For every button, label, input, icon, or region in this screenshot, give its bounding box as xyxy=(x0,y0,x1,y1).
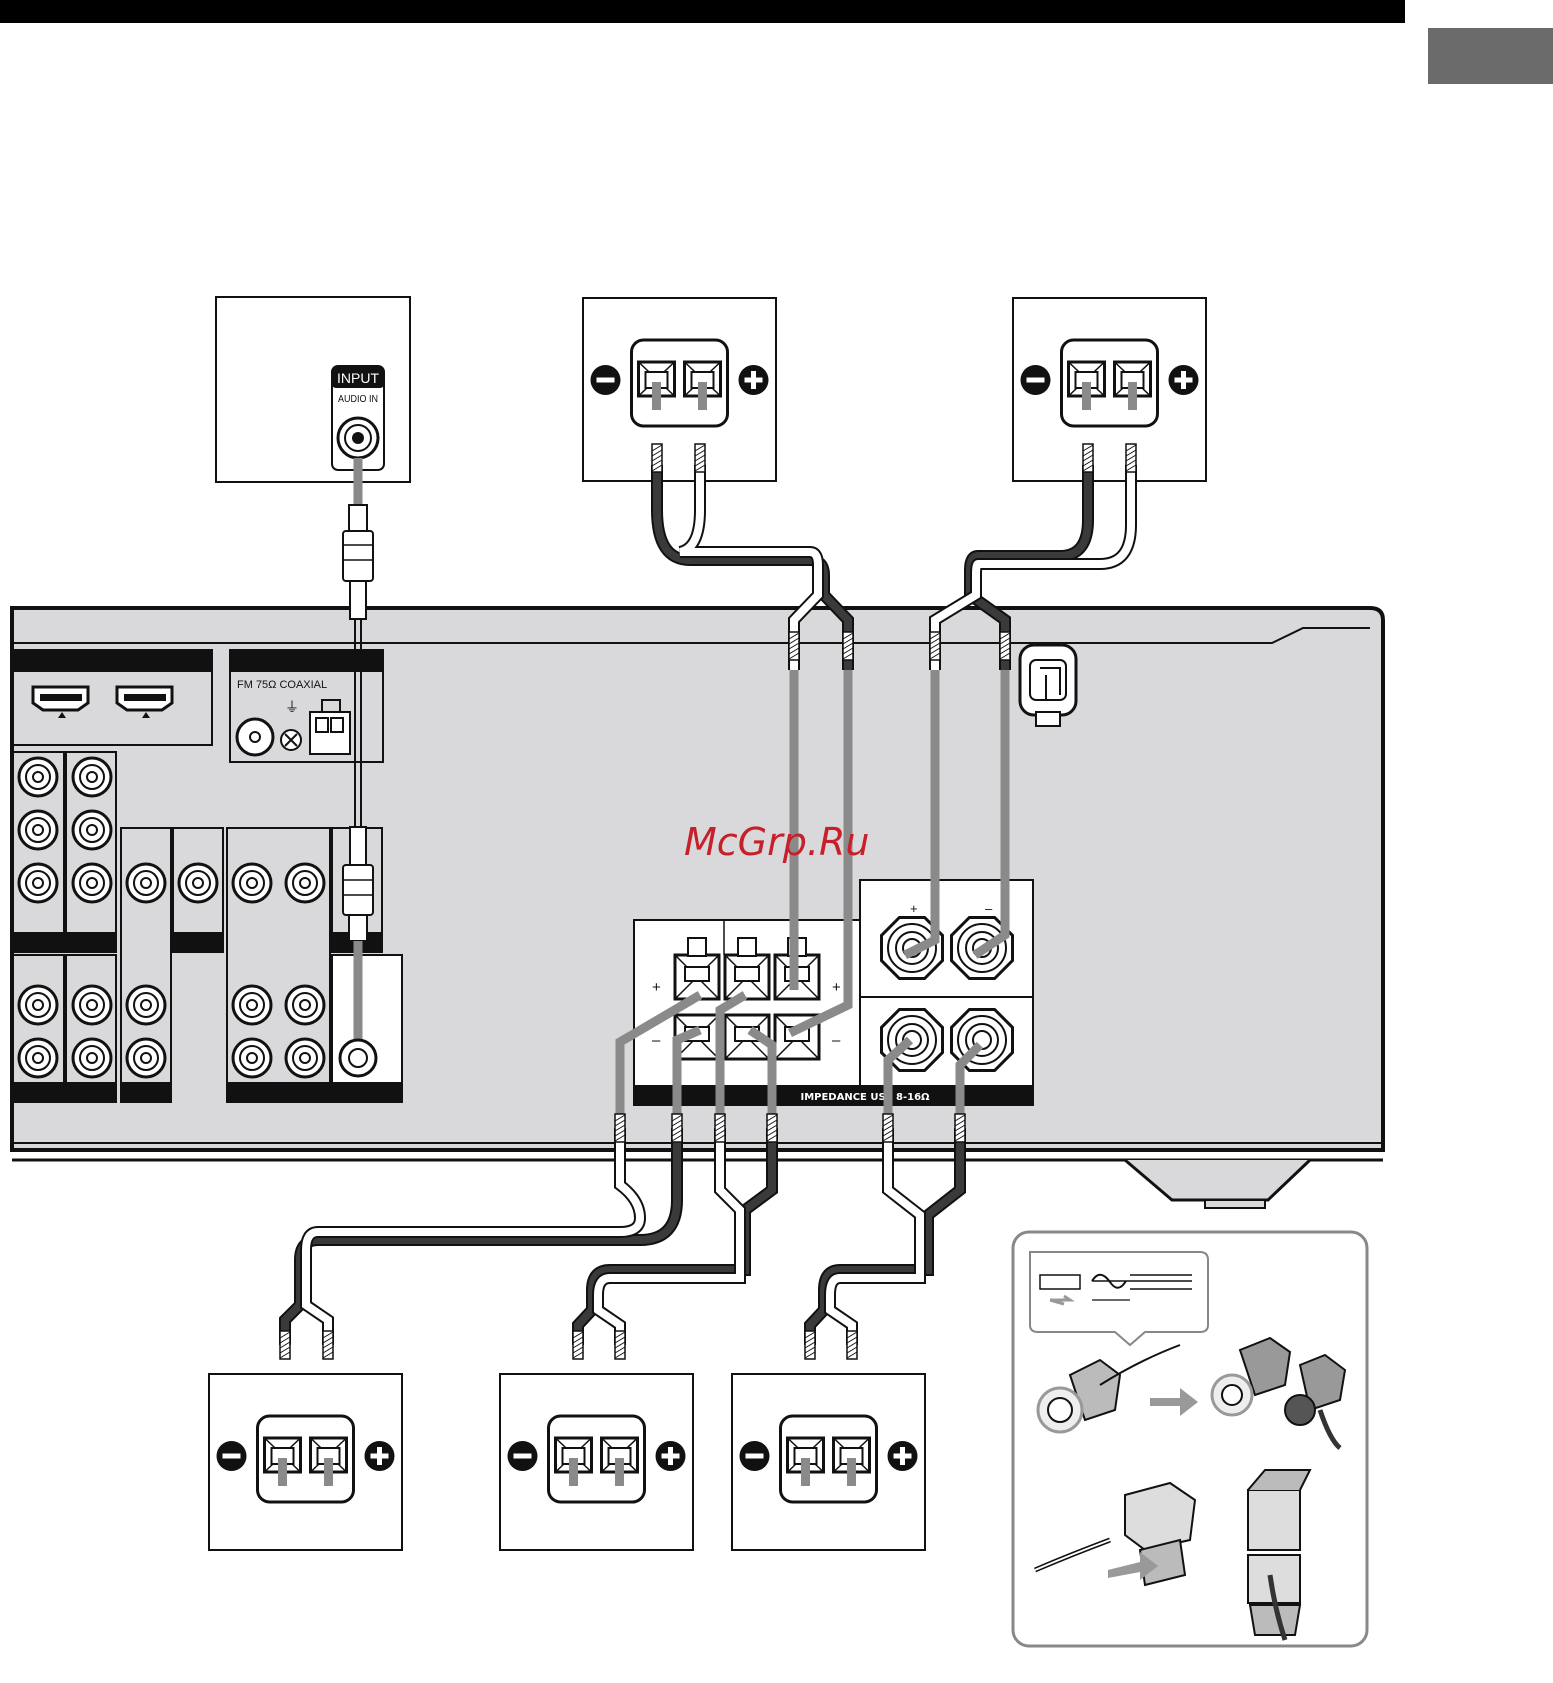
stripped-wire-end xyxy=(672,1114,682,1142)
stripped-wire-end xyxy=(280,1331,290,1359)
rca-jack[interactable] xyxy=(73,986,111,1024)
rca-jack[interactable] xyxy=(179,864,217,902)
page-tab xyxy=(1428,28,1553,84)
clip-tab xyxy=(688,938,706,956)
speaker-terminal-panel xyxy=(258,1416,354,1502)
rca-jack[interactable] xyxy=(73,1039,111,1077)
stripped-wire-end xyxy=(767,1114,777,1142)
speaker-bottom-1 xyxy=(209,1374,402,1550)
minus-icon xyxy=(217,1441,247,1471)
audio-in-label: AUDIO IN xyxy=(338,394,378,405)
stripped-wire-end xyxy=(930,632,940,660)
rca-jack[interactable] xyxy=(286,864,324,902)
rca-jack[interactable] xyxy=(19,811,57,849)
stripped-wire-end xyxy=(955,1114,965,1142)
power-inlet[interactable] xyxy=(1020,645,1076,726)
minus-icon xyxy=(508,1441,538,1471)
speaker-terminal-panel xyxy=(1062,340,1158,426)
minus-icon xyxy=(591,365,621,395)
rca-jack[interactable] xyxy=(286,1039,324,1077)
plus-icon xyxy=(888,1441,918,1471)
plus-label: + xyxy=(832,979,841,996)
plus-icon xyxy=(365,1441,395,1471)
fm-coaxial-label: FM 75Ω COAXIAL xyxy=(237,679,327,691)
stripped-wire-end xyxy=(652,444,662,472)
plus-label: + xyxy=(652,979,661,996)
speaker-terminal-panel xyxy=(632,340,728,426)
plus-icon xyxy=(739,365,769,395)
rca-jack[interactable] xyxy=(127,1039,165,1077)
subwoofer-out-jack[interactable] xyxy=(340,1040,376,1076)
rca-jack[interactable] xyxy=(73,864,111,902)
speaker-terminal-panel xyxy=(549,1416,645,1502)
speaker-top-right xyxy=(1013,298,1206,481)
stripped-wire-end xyxy=(847,1331,857,1359)
speaker-terminal-clip[interactable] xyxy=(725,955,769,999)
rca-jack[interactable] xyxy=(127,986,165,1024)
clip-tab xyxy=(738,938,756,956)
plus-icon xyxy=(1169,365,1199,395)
input-label: INPUT xyxy=(337,370,379,386)
stripped-wire-end xyxy=(1126,444,1136,472)
receiver-chassis xyxy=(12,608,1383,1208)
minus-label: – xyxy=(652,1032,661,1049)
stripped-wire-end xyxy=(805,1331,815,1359)
rca-jack[interactable] xyxy=(19,986,57,1024)
stripped-wire-end xyxy=(1083,444,1093,472)
rca-jack[interactable] xyxy=(233,986,271,1024)
strip-length-gauge xyxy=(1040,1275,1080,1289)
impedance-label: IMPEDANCE USE 8-16Ω xyxy=(800,1092,930,1103)
minus-icon xyxy=(740,1441,770,1471)
subwoofer-panel: INPUT AUDIO IN xyxy=(216,297,410,482)
wiring-instruction-inset xyxy=(1013,1232,1367,1646)
rca-jack[interactable] xyxy=(286,986,324,1024)
minus-icon xyxy=(1021,365,1051,395)
stripped-wire-end xyxy=(715,1114,725,1142)
speaker-bottom-3 xyxy=(732,1374,925,1550)
stripped-wire-end xyxy=(883,1114,893,1142)
rca-jack[interactable] xyxy=(19,1039,57,1077)
plus-icon xyxy=(656,1441,686,1471)
rca-jack[interactable] xyxy=(19,758,57,796)
rca-jack[interactable] xyxy=(19,864,57,902)
stripped-wire-end xyxy=(695,444,705,472)
minus-label: – xyxy=(832,1032,841,1049)
rca-jack[interactable] xyxy=(233,1039,271,1077)
ground-symbol: ⏚ xyxy=(285,699,299,715)
stripped-wire-end xyxy=(789,632,799,660)
watermark: McGrp.Ru xyxy=(684,820,869,864)
stripped-wire-end xyxy=(615,1331,625,1359)
speaker-top-left xyxy=(583,298,776,481)
plus-label: + xyxy=(910,901,918,916)
fm-coaxial-jack[interactable] xyxy=(237,719,273,755)
rca-jack[interactable] xyxy=(73,758,111,796)
speaker-bottom-2 xyxy=(500,1374,693,1550)
rca-jack[interactable] xyxy=(127,864,165,902)
stripped-wire-end xyxy=(1000,632,1010,660)
stripped-wire-end xyxy=(843,632,853,660)
minus-label: – xyxy=(985,901,993,916)
stripped-wire-end xyxy=(323,1331,333,1359)
stripped-wire-end xyxy=(615,1114,625,1142)
stripped-wire-end xyxy=(573,1331,583,1359)
rca-jack[interactable] xyxy=(233,864,271,902)
rca-jack[interactable] xyxy=(73,811,111,849)
speaker-terminal-panel xyxy=(781,1416,877,1502)
header-bar xyxy=(0,0,1405,23)
